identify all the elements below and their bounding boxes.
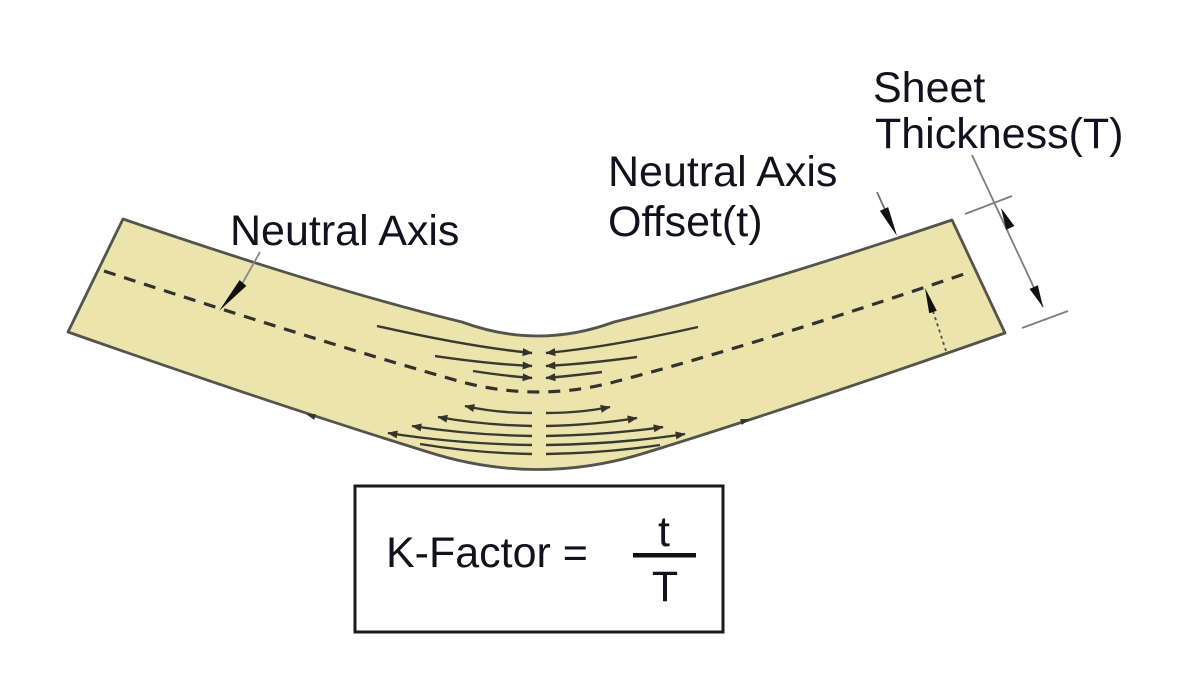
compression-line: [545, 355, 638, 370]
formula-box-border: [353, 484, 725, 634]
dimension-arrowhead-bottom: [1029, 285, 1043, 307]
thickness-dimension: [964, 154, 1069, 329]
tension-line: [545, 431, 686, 447]
leader-arrowhead: [879, 207, 897, 236]
sheet-thickness-label-line2: Thickness(T): [875, 110, 1123, 158]
neutral-axis-line: [103, 269, 971, 394]
compression-arrows: [376, 324, 699, 382]
tension-line: [545, 443, 661, 456]
sheet: [66, 217, 1007, 471]
leader-line: [241, 251, 261, 285]
compression-line: [545, 325, 699, 357]
compression-line: [376, 324, 533, 357]
leader-arrowhead: [219, 280, 247, 311]
dimension-line: [971, 154, 1044, 308]
sheet-thickness-label-line1: Sheet: [873, 64, 985, 112]
compression-line: [545, 370, 603, 382]
extension-tick: [964, 195, 1013, 215]
extension-tick: [1021, 310, 1069, 329]
formula-denominator: T: [652, 563, 678, 611]
offset-callout: [876, 191, 947, 352]
tension-line: [464, 404, 533, 415]
tension-line: [545, 404, 611, 415]
edge-tension-arrowhead: [740, 419, 750, 425]
offset-measure-line: [931, 307, 947, 352]
tension-line: [437, 414, 533, 428]
formula-box: K-Factor = t T: [353, 484, 725, 634]
compression-line: [472, 369, 533, 382]
dimension-arrowhead-top: [1001, 208, 1015, 230]
sheet-body: [66, 217, 1007, 471]
formula-numerator: t: [658, 508, 670, 556]
compression-line: [434, 354, 533, 370]
tension-line: [387, 430, 533, 447]
edge-tension-arrowhead: [306, 414, 316, 420]
tension-arrows: [306, 404, 750, 456]
neutral-axis-callout: [219, 251, 261, 311]
offset-measure-arrowhead: [925, 288, 937, 314]
tension-line: [545, 424, 664, 438]
tension-line: [545, 415, 638, 428]
neutral-axis-offset-label-line1: Neutral Axis: [608, 148, 837, 196]
leader-line: [876, 191, 887, 213]
fraction-bar: [633, 553, 696, 558]
tension-line: [411, 423, 533, 438]
neutral-axis-label: Neutral Axis: [230, 207, 459, 255]
formula-lhs: K-Factor =: [386, 529, 588, 577]
tension-line: [419, 442, 533, 456]
neutral-axis-offset-label-line2: Offset(t): [608, 198, 763, 246]
